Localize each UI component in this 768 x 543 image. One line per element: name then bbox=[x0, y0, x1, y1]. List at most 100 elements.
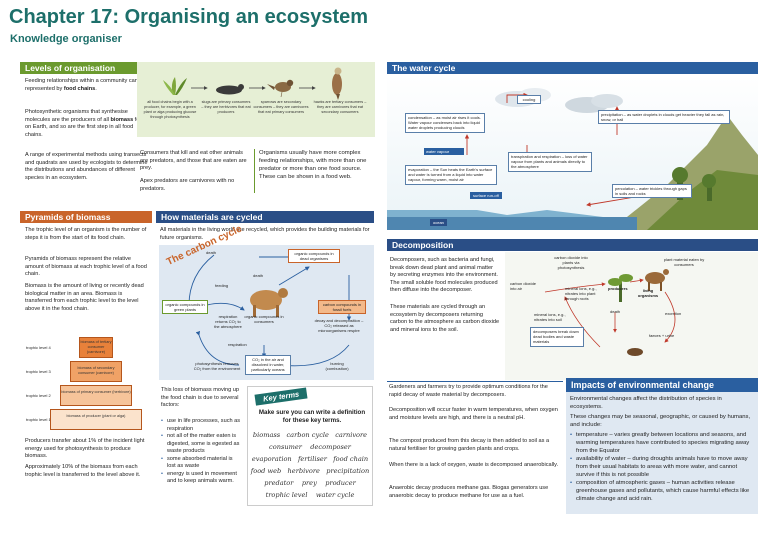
decomp-co2-plants: carbon dioxide into plants via photosynt… bbox=[554, 255, 588, 271]
caption-tertiary: hawks are tertiary consumers – they are … bbox=[313, 100, 367, 114]
decomp-co2-air: carbon dioxide into air bbox=[510, 281, 537, 292]
pyramids-p3: Biomass is the amount of living or recen… bbox=[25, 283, 144, 312]
loss-intro: This loss of biomass moving up the food … bbox=[161, 387, 240, 409]
water-vapour-label: water vapour bbox=[424, 148, 464, 155]
loss-item: not all of the matter eaten is digested,… bbox=[161, 433, 241, 456]
decomp-g5: Anaerobic decay produces methane gas. Bi… bbox=[389, 485, 549, 499]
decomp-g2: Decomposition will occur faster in warm … bbox=[389, 407, 558, 421]
label-photosynthesis: photosynthesis removes CO₂ from the envi… bbox=[193, 361, 241, 372]
plant-icon bbox=[608, 274, 633, 302]
decomposition-p1: Decomposers, such as bacteria and fungi,… bbox=[390, 257, 498, 294]
decomp-producers: producers bbox=[608, 286, 628, 291]
impacts-p1: Environmental changes affect the distrib… bbox=[570, 396, 722, 410]
page-subtitle: Knowledge organiser bbox=[10, 33, 122, 45]
hawk-icon bbox=[332, 67, 342, 100]
key-terms-row-6: trophic level water cycle bbox=[265, 491, 355, 499]
ocean-label: ocean bbox=[430, 219, 447, 226]
loss-item: some absorbed material is lost as waste bbox=[161, 456, 241, 471]
page-title: Chapter 17: Organising an ecosystem bbox=[9, 6, 369, 28]
water-cycle-heading: The water cycle bbox=[387, 62, 758, 74]
cooling-label: cooling bbox=[517, 95, 541, 105]
label-respiration-co2: respiration returns CO₂ to the atmospher… bbox=[214, 314, 242, 330]
decomp-excretion: excretion bbox=[665, 311, 682, 316]
decomposition-heading: Decomposition bbox=[387, 239, 758, 251]
evaporation-label: evaporation – the Sun heats the Earth's … bbox=[405, 165, 497, 185]
label-burning: burning (combustion) bbox=[325, 361, 349, 372]
decomp-death: death bbox=[610, 309, 621, 314]
trophic-level-4: trophic level 4 bbox=[26, 345, 51, 350]
slug-icon bbox=[216, 84, 244, 95]
caption-primary: slugs are primary consumers – they are h… bbox=[201, 100, 251, 114]
cycled-heading: How materials are cycled bbox=[156, 211, 374, 223]
decomp-living: living organisms bbox=[637, 288, 659, 299]
label-respiration: respiration bbox=[228, 342, 247, 347]
key-terms-card bbox=[247, 386, 373, 506]
key-terms-row-3: evaporation fertiliser food chain bbox=[251, 455, 369, 463]
label-feeding: feeding bbox=[215, 283, 229, 288]
levels-p1: Feeding relationships within a community… bbox=[25, 78, 146, 92]
impacts-list: temperature – varies greatly between loc… bbox=[570, 432, 754, 504]
label-death-1: death bbox=[206, 250, 217, 255]
decomp-plant-eaten: plant material eaten by consumers bbox=[663, 257, 705, 268]
precipitation-label: precipitation – as water droplets in clo… bbox=[598, 110, 730, 125]
decomposition-diagram-panel bbox=[505, 252, 758, 380]
key-terms-row-1: biomass carbon cycle carnivore bbox=[252, 431, 368, 439]
label-consumers: organic compounds in consumers bbox=[244, 314, 284, 325]
plant-icon bbox=[163, 77, 187, 95]
cycled-intro: All materials in the living world are re… bbox=[160, 227, 370, 241]
cow-icon bbox=[250, 288, 288, 317]
label-decay: decay and decomposition – CO₂ released a… bbox=[314, 318, 364, 334]
trophic-level-3: trophic level 3 bbox=[26, 369, 51, 374]
impact-item: composition of atmospheric gases – human… bbox=[570, 480, 754, 504]
dung-icon bbox=[627, 348, 643, 356]
decomp-decomposers: decomposers break down dead bodies and w… bbox=[530, 327, 584, 347]
pyramid-bar-primary: biomass of primary consumer (herbivore) bbox=[60, 385, 132, 406]
decomp-mineral: mineral ions, e.g., nitrates into plant … bbox=[565, 286, 597, 302]
key-terms-row-5: predator prey producer bbox=[264, 479, 356, 487]
label-co2-air: CO₂ in the air and dissolved in water, p… bbox=[245, 355, 291, 375]
food-web-text: Organisms usually have more complex feed… bbox=[259, 150, 367, 180]
levels-p2: Photosynthetic organisms that synthesise… bbox=[25, 109, 150, 138]
impacts-p2: These changes may be seasonal, geographi… bbox=[570, 414, 751, 428]
decomp-g1: Gardeners and farmers try to provide opt… bbox=[389, 384, 548, 398]
pyramids-heading: Pyramids of biomass bbox=[20, 211, 152, 223]
levels-p3: A range of experimental methods using tr… bbox=[25, 152, 148, 181]
label-death-2: death bbox=[253, 273, 264, 278]
apex-text: Apex predators are carnivores with no pr… bbox=[140, 178, 235, 192]
pyramid-bar-producer: biomass of producer (plant or alga) bbox=[50, 409, 142, 430]
decomp-g4: When there is a lack of oxygen, waste is… bbox=[389, 462, 559, 468]
pyramids-p2: Pyramids of biomass represent the relati… bbox=[25, 256, 147, 278]
loss-item: use in life processes, such as respirati… bbox=[161, 418, 241, 433]
trophic-level-2: trophic level 2 bbox=[26, 393, 51, 398]
decomposition-p2: These materials are cycled through an ec… bbox=[390, 304, 500, 333]
predator-text: Consumers that kill and eat other animal… bbox=[140, 150, 247, 172]
label-green-plants: organic compounds in green plants bbox=[162, 300, 208, 315]
pyramids-p4: Producers transfer about 1% of the incid… bbox=[25, 438, 145, 460]
decomp-faeces: faeces + urine bbox=[649, 333, 675, 338]
caption-secondary: sparrows are secondary consumers – they … bbox=[253, 100, 309, 114]
impact-item: temperature – varies greatly between loc… bbox=[570, 432, 754, 456]
percolation-label: percolation – water trickles through gap… bbox=[612, 184, 692, 199]
pyramid-bar-secondary: biomass of secondary consumer (carnivore… bbox=[70, 361, 122, 382]
key-terms-row-2: consumer decomposer bbox=[269, 443, 351, 451]
key-terms-prompt: Make sure you can write a definition for… bbox=[258, 409, 366, 425]
decomp-mineral-2: mineral ions, e.g., nitrates into soil bbox=[534, 312, 566, 323]
caption-producer: all food chains begin with a producer, f… bbox=[143, 100, 197, 119]
pyramids-p1: The trophic level of an organism is the … bbox=[25, 227, 147, 241]
runoff-label: surface run-off bbox=[470, 192, 502, 199]
food-chain-illustration bbox=[163, 67, 342, 100]
key-terms-row-4: food web herbivore precipitation bbox=[250, 467, 370, 475]
loss-item: energy is used in movement and to keep a… bbox=[161, 471, 241, 486]
pyramid-bar-tertiary: biomass of tertiary consumer (carnivore) bbox=[79, 337, 113, 358]
trophic-level-1: trophic level 1 bbox=[26, 417, 51, 422]
condensation-label: condensation – as moist air rises it coo… bbox=[405, 113, 485, 133]
levels-heading: Levels of organisation bbox=[20, 62, 154, 74]
decomposition-diagram bbox=[544, 269, 676, 356]
impacts-heading: Impacts of environmental change bbox=[566, 378, 758, 392]
impact-item: availability of water – during droughts … bbox=[570, 456, 754, 480]
label-fossil: carbon compounds in fossil fuels bbox=[318, 300, 366, 315]
pyramids-p5: Approximately 10% of the biomass from ea… bbox=[25, 464, 141, 478]
carbon-cycle-diagram bbox=[186, 254, 352, 367]
label-organic-dead: organic compounds in dead organisms bbox=[288, 249, 340, 264]
deer-icon bbox=[645, 269, 669, 291]
